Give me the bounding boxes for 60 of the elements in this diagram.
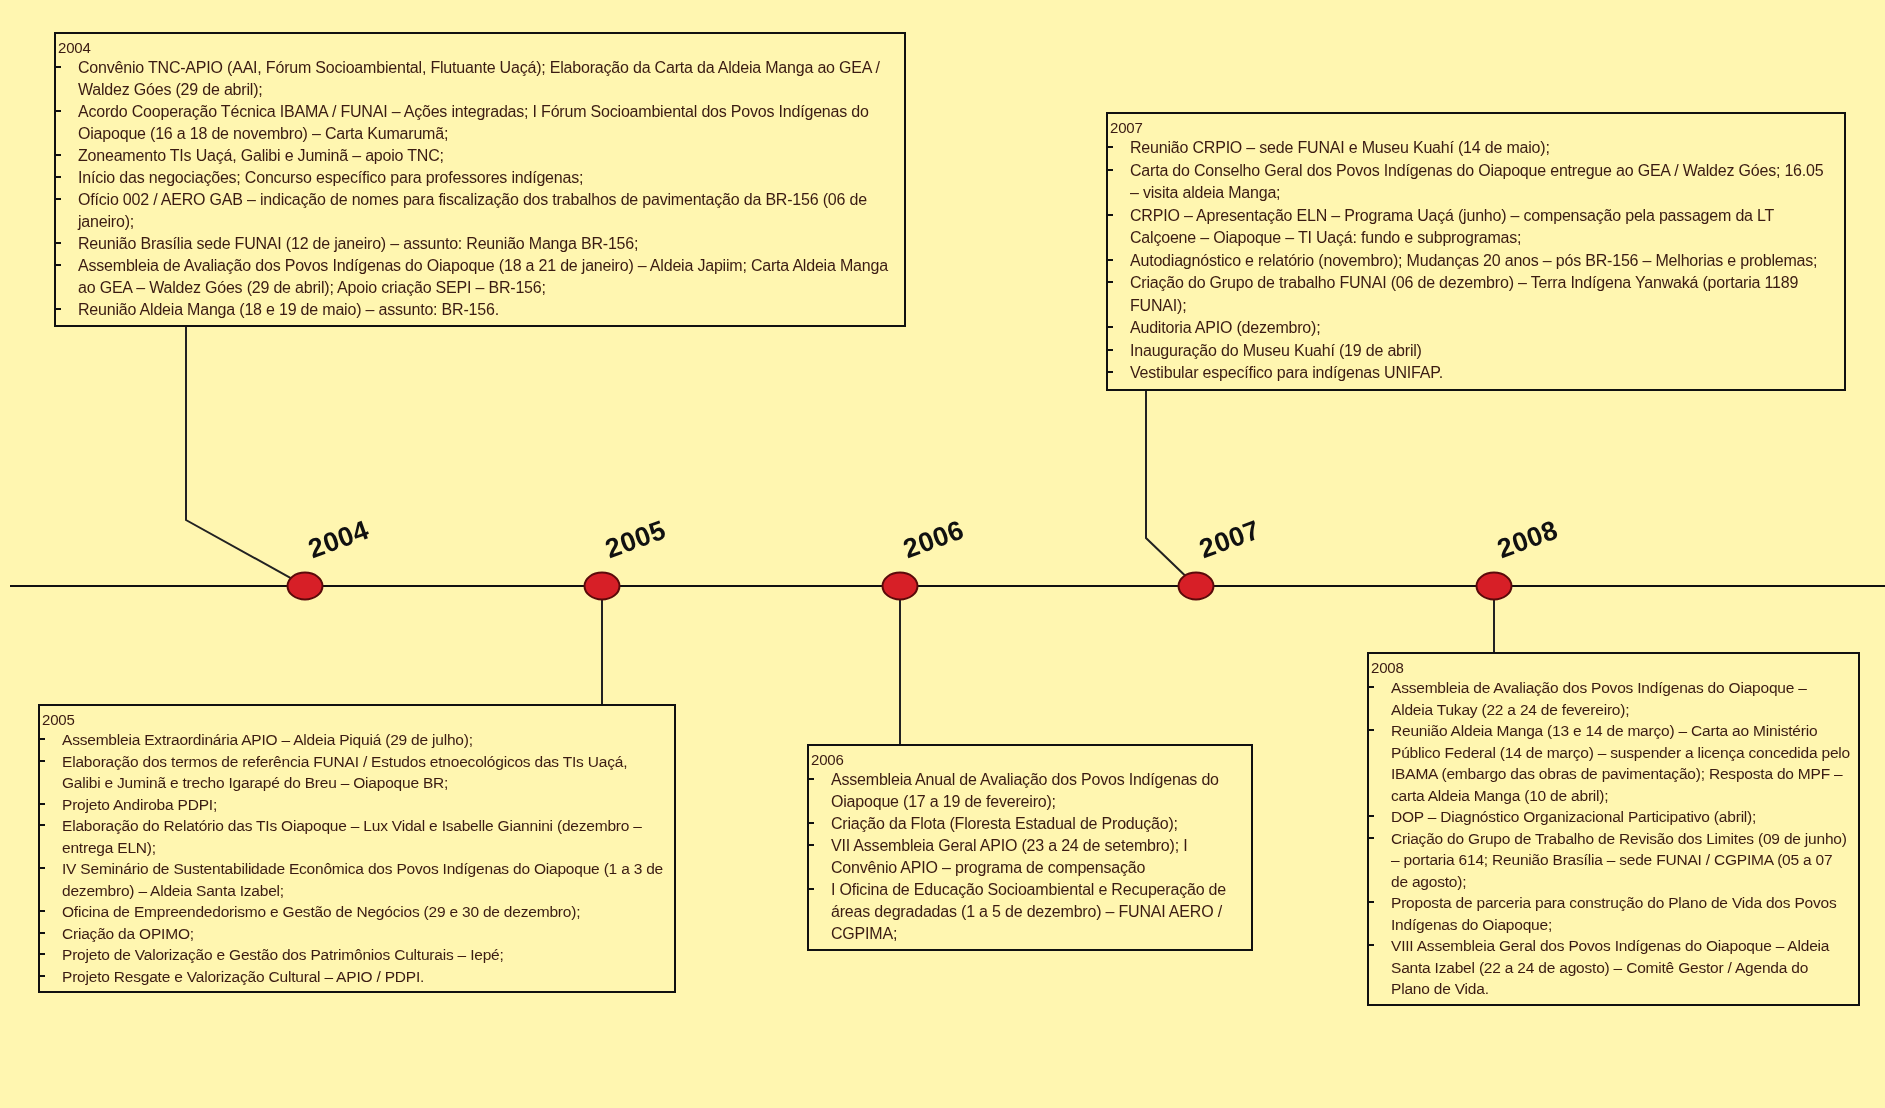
timeline-dot <box>583 571 621 601</box>
connector-line <box>899 598 901 746</box>
event-item: Ofício 002 / AERO GAB – indicação de nomes para fiscalização dos trabalhos de pavimentação da BR-156 (06 de janeiro); <box>56 189 896 233</box>
event-item: Assembleia Extraordinária APIO – Aldeia Piquiá (29 de julho); <box>40 729 666 751</box>
event-item: Assembleia Anual de Avaliação dos Povos Indígenas do Oiapoque (17 a 19 de fevereiro); <box>809 769 1243 813</box>
event-item: Oficina de Empreendedorismo e Gestão de Negócios (29 e 30 de dezembro); <box>40 901 666 923</box>
event-item: Inauguração do Museu Kuahí (19 de abril) <box>1108 339 1836 362</box>
event-item: I Oficina de Educação Socioambiental e Recuperação de áreas degradadas (1 a 5 de dezembro) – FUNAI AERO / CGPIMA; <box>809 879 1243 945</box>
event-item: CRPIO – Apresentação ELN – Programa Uaçá (junho) – compensação pela passagem da LT Calçoene – Oiapoque – TI Uaçá: fundo e subprogramas; <box>1108 204 1836 250</box>
connector-line <box>601 598 603 706</box>
year-heading: 2006 <box>810 750 845 769</box>
connector-line <box>1145 388 1186 577</box>
event-item: Convênio TNC-APIO (AAI, Fórum Socioambiental, Flutuante Uaçá); Elaboração da Carta da Aldeia Manga ao GEA / Waldez Góes (29 de abril); <box>56 57 896 101</box>
year-heading: 2007 <box>1109 118 1144 137</box>
event-item: Reunião Brasília sede FUNAI (12 de janeiro) – assunto: Reunião Manga BR-156; <box>56 233 896 255</box>
event-item: Autodiagnóstico e relatório (novembro); Mudanças 20 anos – pós BR-156 – Melhorias e problemas; <box>1108 249 1836 272</box>
event-item: Projeto Andiroba PDPI; <box>40 793 666 815</box>
event-box <box>807 744 1253 951</box>
event-box <box>1367 652 1860 1006</box>
event-box <box>1106 112 1846 391</box>
event-item: DOP – Diagnóstico Organizacional Participativo (abril); <box>1369 806 1850 828</box>
event-box <box>54 32 906 327</box>
connector-line <box>185 325 292 580</box>
event-item: Assembleia de Avaliação dos Povos Indígenas do Oiapoque – Aldeia Tukay (22 a 24 de fevereiro); <box>1369 677 1850 720</box>
event-item: Criação do Grupo de Trabalho de Revisão dos Limites (09 de junho) – portaria 614; Reunião Brasília – sede FUNAI / CGPIMA (05 a 07 de agosto); <box>1369 827 1850 892</box>
event-item: Criação do Grupo de trabalho FUNAI (06 de dezembro) – Terra Indígena Yanwaká (portaria 1189 FUNAI); <box>1108 272 1836 317</box>
timeline-dot <box>1475 571 1513 601</box>
year-heading: 2008 <box>1370 658 1405 677</box>
event-item: Acordo Cooperação Técnica IBAMA / FUNAI – Ações integradas; I Fórum Socioambiental dos Povos Indígenas do Oiapoque (16 a 18 de novembro) – Carta Kumarumã; <box>56 101 896 145</box>
event-item: Projeto Resgate e Valorização Cultural – APIO / PDPI. <box>40 965 666 987</box>
event-item: Zoneamento TIs Uaçá, Galibi e Juminã – apoio TNC; <box>56 145 896 167</box>
year-label: 2007 <box>1195 514 1265 565</box>
year-heading: 2005 <box>41 710 76 729</box>
event-item: Criação da OPIMO; <box>40 922 666 944</box>
event-item: Reunião CRPIO – sede FUNAI e Museu Kuahí (14 de maio); <box>1108 137 1836 160</box>
timeline-dot <box>881 571 919 601</box>
event-box <box>38 704 676 993</box>
event-item: IV Seminário de Sustentabilidade Econômica dos Povos Indígenas do Oiapoque (1 a 3 de dezembro) – Aldeia Santa Izabel; <box>40 858 666 901</box>
event-item: Início das negociações; Concurso específico para professores indígenas; <box>56 167 896 189</box>
event-item: Proposta de parceria para construção do Plano de Vida dos Povos Indígenas do Oiapoque; <box>1369 892 1850 935</box>
event-item: VIII Assembleia Geral dos Povos Indígenas do Oiapoque – Aldeia Santa Izabel (22 a 24 de agosto) – Comitê Gestor / Agenda do Plano de Vida. <box>1369 935 1850 1000</box>
event-item: Reunião Aldeia Manga (18 e 19 de maio) – assunto: BR-156. <box>56 299 896 321</box>
event-item: VII Assembleia Geral APIO (23 a 24 de setembro); I Convênio APIO – programa de compensação <box>809 835 1243 879</box>
event-item: Criação da Flota (Floresta Estadual de Produção); <box>809 813 1243 835</box>
timeline-dot <box>1177 571 1215 601</box>
event-item: Projeto de Valorização e Gestão dos Patrimônios Culturais – Iepé; <box>40 944 666 966</box>
year-label: 2004 <box>304 514 374 565</box>
connector-line <box>1493 598 1495 654</box>
year-label: 2005 <box>601 514 671 565</box>
timeline-dot <box>286 571 324 601</box>
event-item: Reunião Aldeia Manga (13 e 14 de março) – Carta ao Ministério Público Federal (14 de março) – suspender a licença concedida pelo IBAMA (embargo das obras de pavimentação); Resposta do MPF – carta Aldeia Manga (10 de abril); <box>1369 720 1850 806</box>
year-label: 2006 <box>899 514 969 565</box>
event-item: Elaboração do Relatório das TIs Oiapoque – Lux Vidal e Isabelle Giannini (dezembro – entrega ELN); <box>40 815 666 858</box>
event-item: Carta do Conselho Geral dos Povos Indígenas do Oiapoque entregue ao GEA / Waldez Góes; 16.05 – visita aldeia Manga; <box>1108 159 1836 205</box>
event-item: Assembleia de Avaliação dos Povos Indígenas do Oiapoque (18 a 21 de janeiro) – Aldeia Japiim; Carta Aldeia Manga ao GEA – Waldez Góes (29 de abril); Apoio criação SEPI – BR-156; <box>56 255 896 299</box>
event-item: Auditoria APIO (dezembro); <box>1108 317 1836 340</box>
year-heading: 2004 <box>57 38 92 57</box>
event-item: Vestibular específico para indígenas UNIFAP. <box>1108 362 1836 385</box>
event-item: Elaboração dos termos de referência FUNAI / Estudos etnoecológicos das TIs Uaçá, Galibi e Juminã e trecho Igarapé do Breu – Oiapoque BR; <box>40 750 666 794</box>
year-label: 2008 <box>1493 514 1563 565</box>
